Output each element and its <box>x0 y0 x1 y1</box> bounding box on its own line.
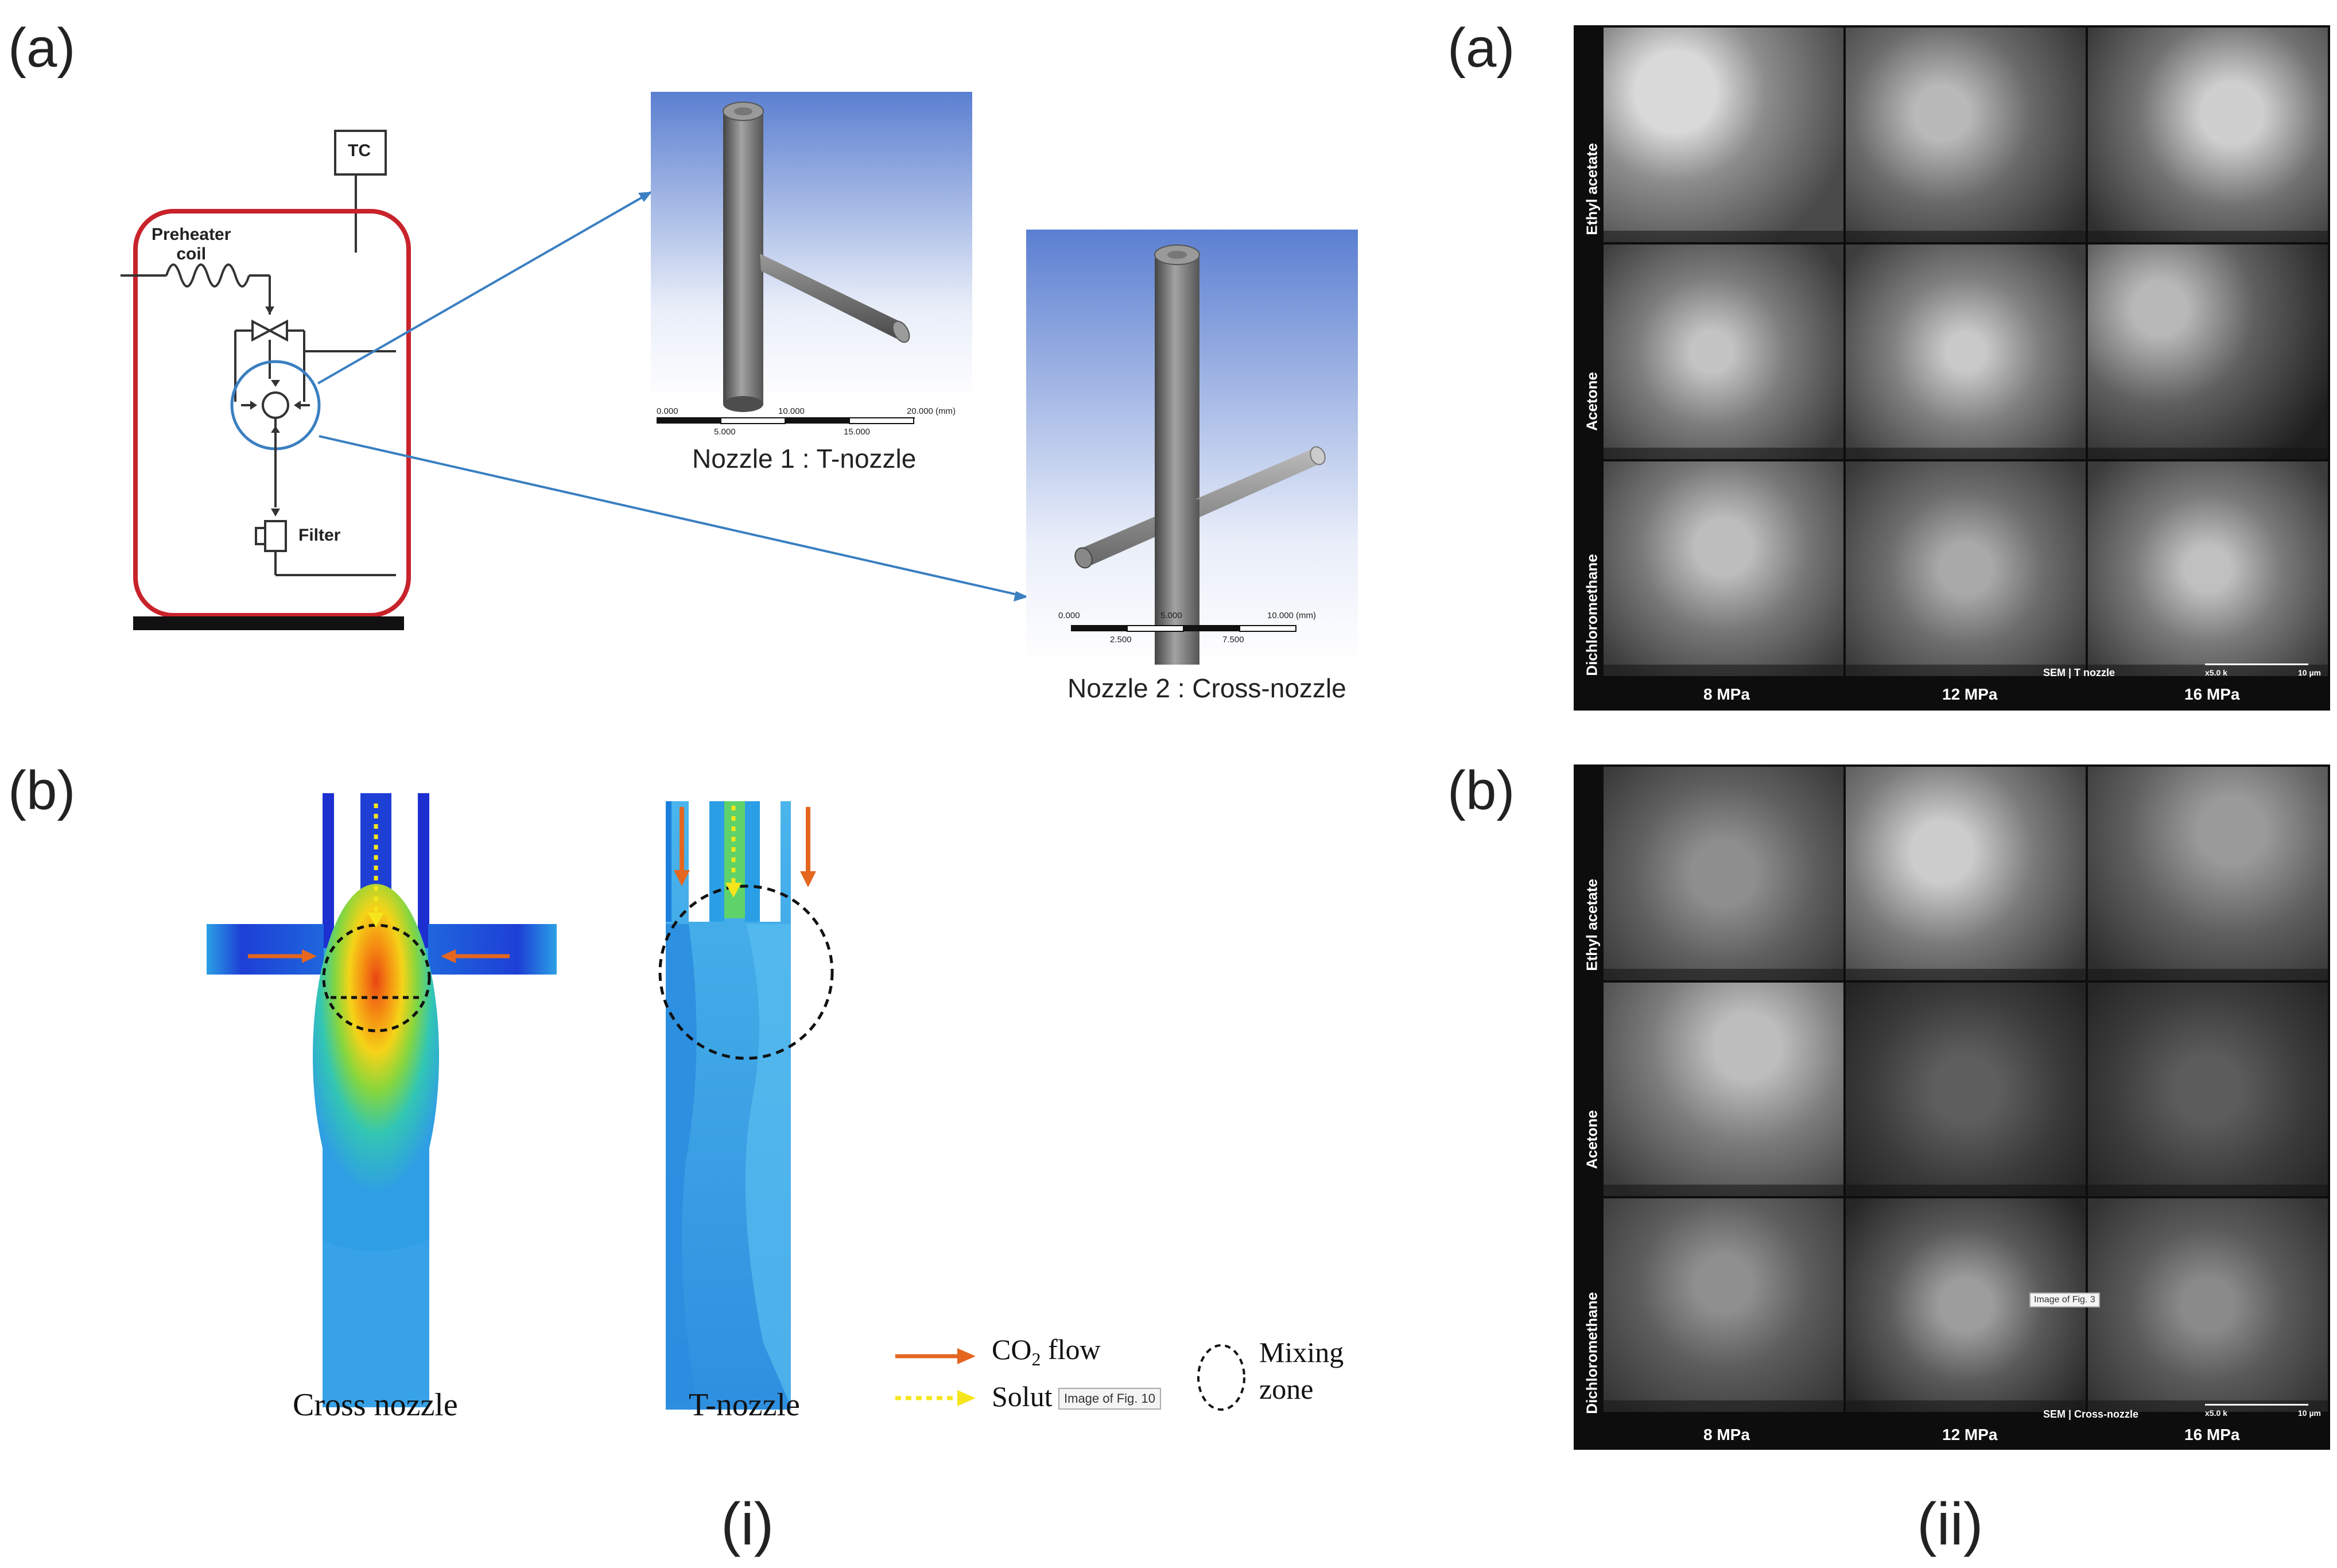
panel-label-i-b: (b) <box>8 760 76 821</box>
process-schematic <box>121 130 1028 630</box>
nozzle1-caption: Nozzle 1 : T-nozzle <box>692 444 917 473</box>
nozzle1-scale-0: 0.000 <box>657 406 678 416</box>
sem-b-col-label-3: 16 MPa <box>2184 1426 2240 1443</box>
sem-b-image-1-2 <box>1846 767 2086 980</box>
cross-mixing-zone-circle <box>322 923 431 1033</box>
sem-b-scale-top: x5.0 k <box>2205 1408 2227 1418</box>
legend-co2-sub: 2 <box>1031 1349 1041 1369</box>
sem-b-scale-bar <box>2205 1404 2308 1406</box>
t-mixing-zone-circle <box>658 884 834 1060</box>
sem-b-col-label-2: 12 MPa <box>1942 1426 1998 1443</box>
sem-a-scale-right: 10 µm <box>2298 668 2321 677</box>
panel-label-ii-a: (a) <box>1447 17 1515 79</box>
nozzle1-scale-3: 5.000 <box>714 427 736 437</box>
cross-nozzle-arm-left <box>207 924 324 975</box>
preheater-label-line1: Preheater <box>152 225 231 244</box>
legend-mixing-line2: zone <box>1259 1373 1314 1405</box>
valve-icon <box>251 319 273 342</box>
sem-a-row-label-3: Dichloromethane <box>1583 554 1601 676</box>
nozzle2-scale-2: 10.000 (mm) <box>1267 611 1317 620</box>
nozzle1-scale-2: 20.000 (mm) <box>907 406 956 416</box>
nozzle-icon <box>262 391 289 419</box>
nozzle2-caption: Nozzle 2 : Cross-nozzle <box>1067 673 1346 703</box>
sem-a-row-label-2: Acetone <box>1583 372 1601 431</box>
sem-a-tag: SEM | T nozzle <box>2043 667 2115 678</box>
sem-b-image-3-1 <box>1604 1198 1843 1412</box>
sem-a-image-3-2 <box>1846 461 2086 676</box>
vessel-frame <box>133 209 411 618</box>
sem-b-image-2-2 <box>1846 983 2086 1196</box>
tc-box <box>334 130 387 176</box>
legend-solution-label: Solut <box>992 1380 1053 1412</box>
legend-mixing-icon <box>1197 1344 1245 1411</box>
sem-b-image-3-3 <box>2088 1198 2328 1412</box>
panel-label-ii: (ii) <box>1917 1491 1983 1558</box>
nozzle1-scale-4: 15.000 <box>844 427 870 437</box>
filter-icon <box>264 520 287 552</box>
sem-grid-t-nozzle: Ethyl acetate Acetone Dichloromethane SE… <box>1574 25 2330 711</box>
sem-b-scale-right: 10 µm <box>2298 1408 2321 1418</box>
sem-a-image-3-3 <box>2088 461 2328 676</box>
sem-b-row-label-2: Acetone <box>1583 1110 1601 1169</box>
filter-label: Filter <box>298 526 341 545</box>
sem-grid-cross-nozzle: Ethyl acetate Acetone Dichloromethane Im… <box>1574 764 2330 1450</box>
sem-a-col-label-1: 8 MPa <box>1703 685 1750 703</box>
sem-a-scale-top: x5.0 k <box>2205 668 2227 677</box>
cross-nozzle-arm-right <box>428 924 557 975</box>
sem-b-image-1-3 <box>2088 767 2328 980</box>
sem-a-image-1-1 <box>1604 28 1843 242</box>
sem-a-scale-bar <box>2205 663 2308 665</box>
tooltip-fig3[interactable]: Image of Fig. 3 <box>2029 1293 2100 1307</box>
legend-mixing-line1: Mixing <box>1259 1336 1344 1368</box>
tooltip-fig10[interactable]: Image of Fig. 10 <box>1058 1388 1161 1410</box>
nozzle2-render: 0.000 5.000 10.000 (mm) 2.500 7.500 <box>1026 230 1358 665</box>
sem-a-image-3-1 <box>1604 461 1843 676</box>
nozzle2-scale-3: 2.500 <box>1110 635 1132 645</box>
legend-co2-label: CO2 flow <box>992 1333 1101 1370</box>
tc-label: TC <box>348 141 371 160</box>
sem-b-row-label-1: Ethyl acetate <box>1583 879 1601 971</box>
legend-co2-prefix: CO <box>992 1333 1032 1365</box>
preheater-label-line2: coil <box>176 244 207 263</box>
nozzle1-render: 0.000 10.000 20.000 (mm) 5.000 15.000 <box>651 92 972 448</box>
sem-b-row-label-3: Dichloromethane <box>1583 1292 1601 1414</box>
sem-a-col-label-2: 12 MPa <box>1942 685 1998 703</box>
preheater-label: Preheater coil <box>152 225 231 264</box>
sem-b-col-label-1: 8 MPa <box>1703 1426 1750 1443</box>
sem-a-row-label-1: Ethyl acetate <box>1583 143 1601 235</box>
coil-icon <box>165 263 250 288</box>
nozzle2-scale-1: 5.000 <box>1160 611 1182 620</box>
panel-label-ii-b: (b) <box>1447 760 1515 821</box>
nozzle2-scale-0: 0.000 <box>1058 611 1080 620</box>
cfd-t-caption: T-nozzle <box>689 1387 800 1423</box>
sem-b-image-2-1 <box>1604 983 1843 1196</box>
sem-a-image-1-2 <box>1846 28 2086 242</box>
nozzle1-scale-1: 10.000 <box>778 406 805 416</box>
leader-line-t-nozzle <box>317 191 653 385</box>
cfd-contours <box>207 793 1245 1411</box>
sem-a-image-1-3 <box>2088 28 2328 242</box>
sem-a-image-2-3 <box>2088 244 2328 459</box>
sem-b-tag: SEM | Cross-nozzle <box>2043 1408 2139 1420</box>
panel-label-i: (i) <box>721 1491 774 1558</box>
sem-a-image-2-2 <box>1846 244 2086 459</box>
nozzle2-scale-4: 7.500 <box>1222 635 1244 645</box>
sem-a-col-label-3: 16 MPa <box>2184 685 2240 703</box>
base-plate <box>133 616 404 630</box>
sem-b-image-1-1 <box>1604 767 1843 980</box>
sem-b-image-2-3 <box>2088 983 2328 1196</box>
legend-co2-suffix: flow <box>1041 1333 1101 1365</box>
sem-a-image-2-1 <box>1604 244 1843 459</box>
cfd-cross-caption: Cross nozzle <box>293 1387 458 1423</box>
panel-label-i-a: (a) <box>8 17 76 79</box>
legend-mixing-label: Mixing zone <box>1259 1334 1344 1407</box>
leader-line-cross-nozzle <box>319 435 1028 598</box>
